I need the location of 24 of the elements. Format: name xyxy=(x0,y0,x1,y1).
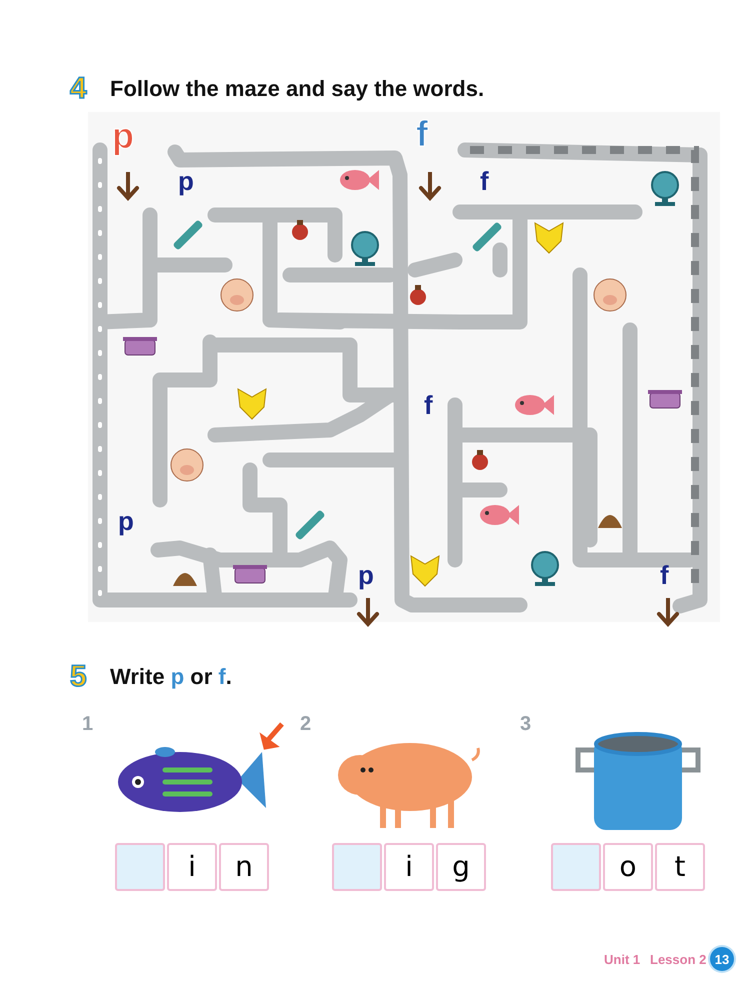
maze-start-letter: p xyxy=(112,118,134,154)
unit-label: Unit 1 xyxy=(604,953,640,966)
maze-letter: p xyxy=(178,168,194,194)
maze-letter: f xyxy=(424,392,433,418)
page-number: 13 xyxy=(710,947,734,971)
item-number: 3 xyxy=(520,714,532,734)
instruction-heading: Follow the maze and say the words. xyxy=(110,78,484,100)
maze-start-letter: f xyxy=(416,116,428,152)
letter-tile: i xyxy=(167,843,217,891)
item-number: 2 xyxy=(300,714,312,734)
letter-tile: i xyxy=(384,843,434,891)
letter-tile: n xyxy=(219,843,269,891)
letter-tile: o xyxy=(603,843,653,891)
letter-tile: t xyxy=(655,843,705,891)
lesson-label: Lesson 2 xyxy=(650,953,706,966)
maze-end-letter: p xyxy=(358,562,374,588)
exercise-number: 5 xyxy=(70,662,87,692)
exercise-number: 4 xyxy=(70,74,87,104)
maze-end-letter: f xyxy=(660,562,669,588)
maze-letter: f xyxy=(480,168,489,194)
instruction-heading: Write p or f. xyxy=(110,666,232,688)
item-number: 1 xyxy=(82,714,94,734)
letter-tile: g xyxy=(436,843,486,891)
maze-letter: p xyxy=(118,508,134,534)
